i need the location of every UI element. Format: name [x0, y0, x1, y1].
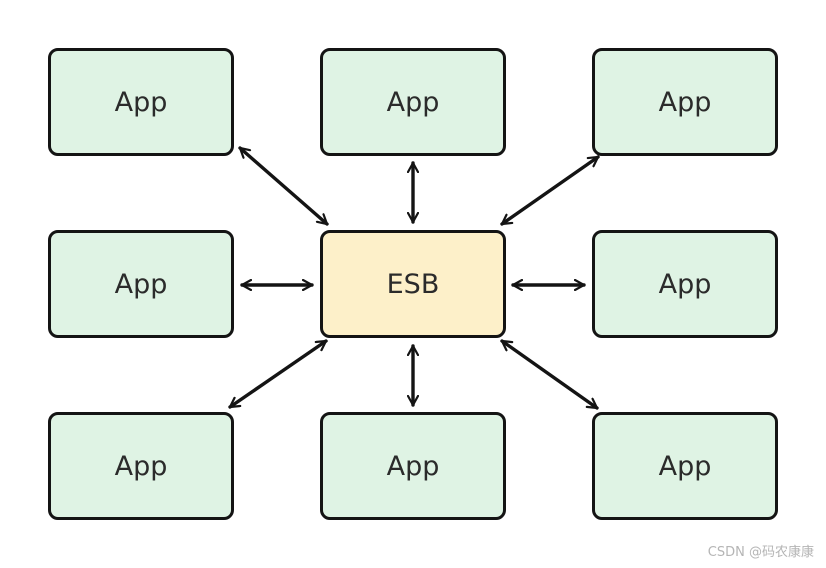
app-node-middle-left: App: [48, 230, 234, 338]
arrow-bottom-left: [228, 339, 328, 409]
app-label: App: [386, 450, 440, 482]
arrow-bottom-right: [500, 339, 599, 410]
esb-hub-node: ESB: [320, 230, 506, 338]
app-node-bottom-right: App: [592, 412, 778, 520]
source-watermark: CSDN @码农康康: [707, 545, 814, 560]
app-node-top-center: App: [320, 48, 506, 156]
app-node-bottom-left: App: [48, 412, 234, 520]
app-node-bottom-center: App: [320, 412, 506, 520]
app-node-top-right: App: [592, 48, 778, 156]
app-label: App: [658, 268, 712, 300]
app-label: App: [386, 86, 440, 118]
app-label: App: [658, 450, 712, 482]
app-node-top-left: App: [48, 48, 234, 156]
arrow-top-left: [238, 146, 329, 226]
app-node-middle-right: App: [592, 230, 778, 338]
arrow-top-right: [500, 155, 600, 226]
app-label: App: [114, 86, 168, 118]
app-label: App: [658, 86, 712, 118]
app-label: App: [114, 450, 168, 482]
esb-label: ESB: [386, 268, 440, 300]
app-label: App: [114, 268, 168, 300]
